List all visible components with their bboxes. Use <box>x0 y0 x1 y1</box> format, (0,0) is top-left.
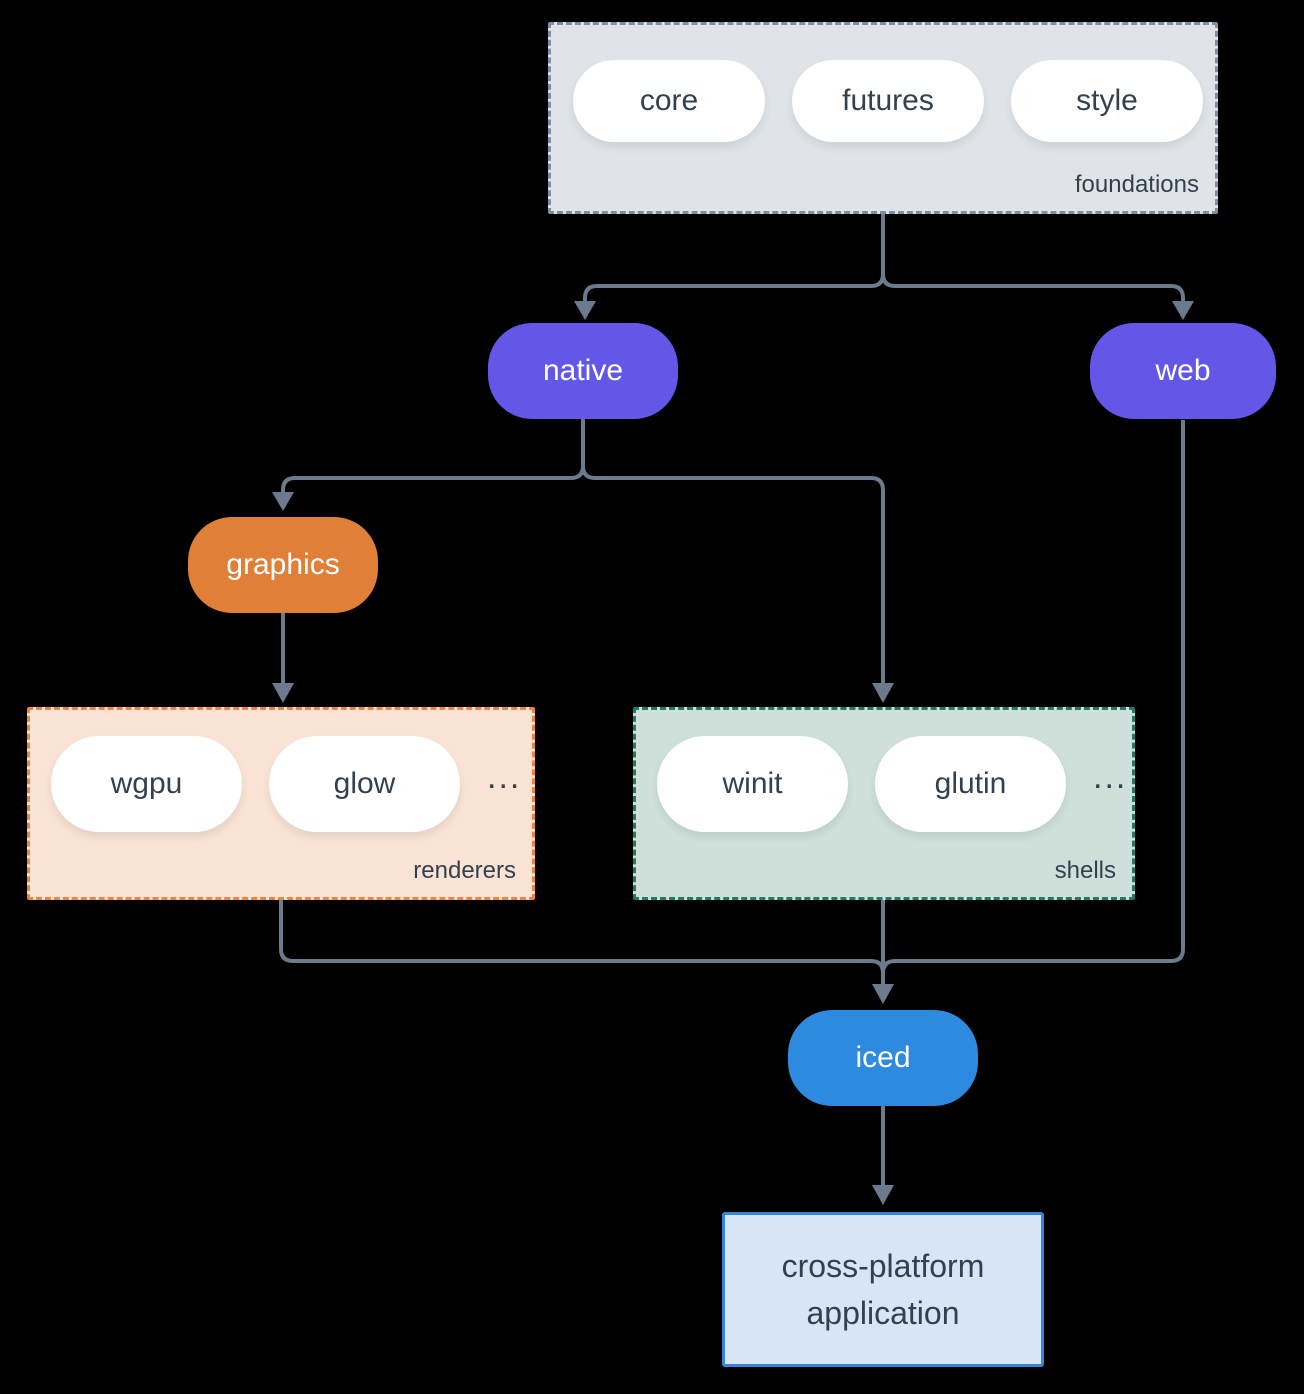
node-native[interactable]: native <box>488 323 678 419</box>
arrowhead-renderers <box>272 683 294 703</box>
node-futures[interactable]: futures <box>792 60 984 142</box>
node-style[interactable]: style <box>1011 60 1203 142</box>
renderers-label: renderers <box>413 857 516 884</box>
node-glutin[interactable]: glutin <box>875 736 1066 832</box>
shells-pill-row: winit glutin ... <box>636 710 1132 832</box>
node-wgpu[interactable]: wgpu <box>51 736 242 832</box>
shells-ellipsis: ... <box>1093 757 1128 796</box>
connector-native-graphics <box>281 419 585 492</box>
renderers-ellipsis: ... <box>487 757 522 796</box>
arrowhead-shells <box>872 683 894 703</box>
node-cross-platform-application[interactable]: cross-platform application <box>722 1212 1044 1367</box>
node-glow[interactable]: glow <box>269 736 460 832</box>
arrowhead-graphics <box>272 492 294 511</box>
arrowhead-web <box>1172 301 1194 320</box>
connector-foundations-web <box>881 214 1185 301</box>
app-label-line1: cross-platform <box>781 1247 985 1284</box>
renderers-pill-row: wgpu glow ... <box>30 710 532 832</box>
node-graphics[interactable]: graphics <box>188 517 378 613</box>
shells-label: shells <box>1054 857 1116 884</box>
arrowhead-native <box>574 301 596 320</box>
connector-foundations-native <box>583 214 885 301</box>
node-web[interactable]: web <box>1090 323 1276 419</box>
foundations-label: foundations <box>1074 171 1199 198</box>
group-shells: winit glutin ... shells <box>633 707 1135 900</box>
group-foundations: core futures style foundations <box>548 22 1218 214</box>
arrowhead-app <box>872 1185 894 1205</box>
connector-renderers-iced <box>279 900 885 974</box>
group-renderers: wgpu glow ... renderers <box>27 707 535 900</box>
connector-native-shells <box>581 419 885 683</box>
foundations-pill-row: core futures style <box>551 25 1215 142</box>
arrowhead-iced <box>872 984 894 1004</box>
node-iced[interactable]: iced <box>788 1010 978 1106</box>
node-core[interactable]: core <box>573 60 765 142</box>
node-winit[interactable]: winit <box>657 736 848 832</box>
app-label-line2: application <box>806 1294 960 1331</box>
